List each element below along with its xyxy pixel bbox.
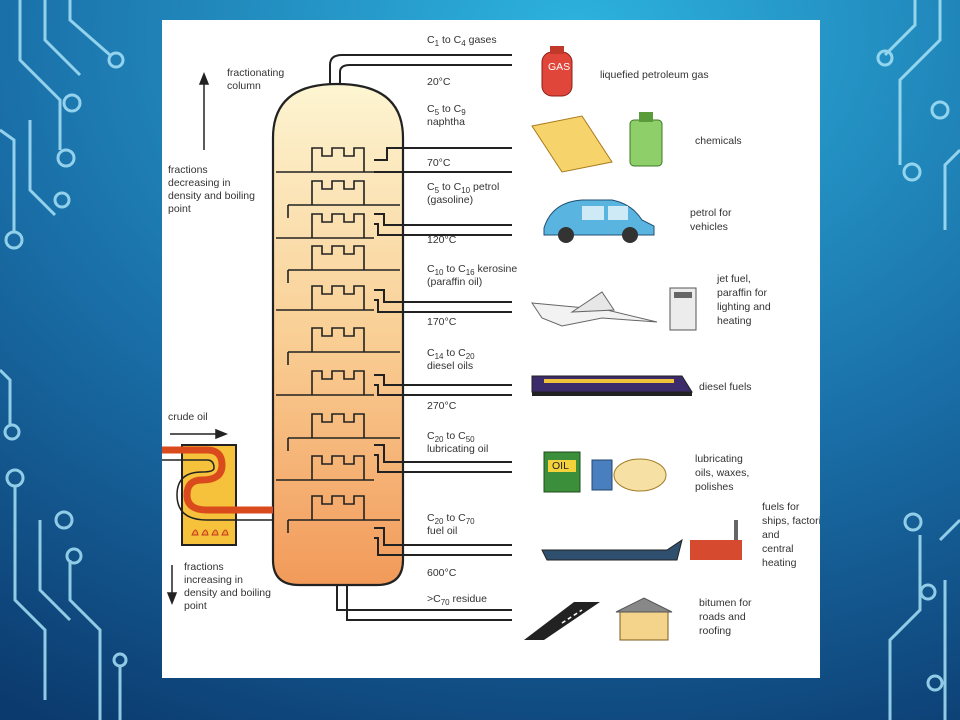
use-diesel: diesel fuels <box>699 381 752 393</box>
use-bitumen: bitumen for roads and roofing <box>699 597 754 637</box>
use-jet-fuel: jet fuel, paraffin for lighting and heat… <box>716 273 774 327</box>
fraction-label-kerosine: C10 to C16 kerosine(paraffin oil) <box>427 263 517 288</box>
temperature-labels: 20°C 70°C 120°C 170°C 270°C 600°C <box>427 76 457 579</box>
fractional-distillation-diagram: fractionating column fractions decreasin… <box>162 34 820 641</box>
temp-20: 20°C <box>427 76 451 88</box>
column-label-line2: column <box>227 80 261 92</box>
fractions-increasing-label: fractions increasing in density and boil… <box>184 561 274 612</box>
jet-plane-icon <box>531 291 658 327</box>
fractions-decreasing-label: fractions decreasing in density and boil… <box>168 164 258 215</box>
outlet-pipes <box>329 54 512 621</box>
svg-text:GAS: GAS <box>548 61 570 73</box>
direction-arrows <box>166 71 229 606</box>
chemical-bottle-icon <box>531 112 663 173</box>
use-petrol: petrol for vehicles <box>690 207 734 233</box>
fraction-label-residue: >C70 residue <box>427 593 487 607</box>
use-lpg: liquefied petroleum gas <box>600 69 709 81</box>
oil-can-icon: OIL <box>543 451 667 493</box>
use-chemicals: chemicals <box>695 135 742 147</box>
car-icon <box>543 199 655 243</box>
house-icon <box>615 597 673 641</box>
crude-oil-label: crude oil <box>168 411 208 423</box>
fraction-label-gases: C1 to C4 gases <box>427 34 497 48</box>
burner-flames-icon <box>191 529 229 536</box>
circuit-decoration-right <box>876 0 960 720</box>
column-label-line1: fractionating <box>227 67 284 79</box>
ship-icon <box>541 520 742 561</box>
column-label: fractionating column <box>227 67 287 92</box>
fractionating-column <box>271 82 405 587</box>
column-trays <box>276 147 400 533</box>
temp-120: 120°C <box>427 234 457 246</box>
temp-270: 270°C <box>427 400 457 412</box>
temp-170: 170°C <box>427 316 457 328</box>
furnace <box>162 444 273 546</box>
use-labels: liquefied petroleum gas chemicals petrol… <box>600 69 820 637</box>
heater-icon <box>669 287 697 331</box>
use-fuels: fuels for ships, factories and central h… <box>762 501 820 569</box>
temp-600: 600°C <box>427 567 457 579</box>
use-lubricating: lubricating oils, waxes, polishes <box>695 453 752 493</box>
road-icon <box>524 602 600 640</box>
train-icon <box>531 375 693 396</box>
circuit-decoration-left <box>0 0 128 720</box>
svg-text:OIL: OIL <box>552 460 569 472</box>
diagram-card: fractionating column fractions decreasin… <box>162 20 820 678</box>
gas-cylinder-icon: GAS <box>541 46 573 97</box>
fraction-label-petrol: C5 to C10 petrol(gasoline) <box>427 181 499 206</box>
temp-70: 70°C <box>427 157 451 169</box>
